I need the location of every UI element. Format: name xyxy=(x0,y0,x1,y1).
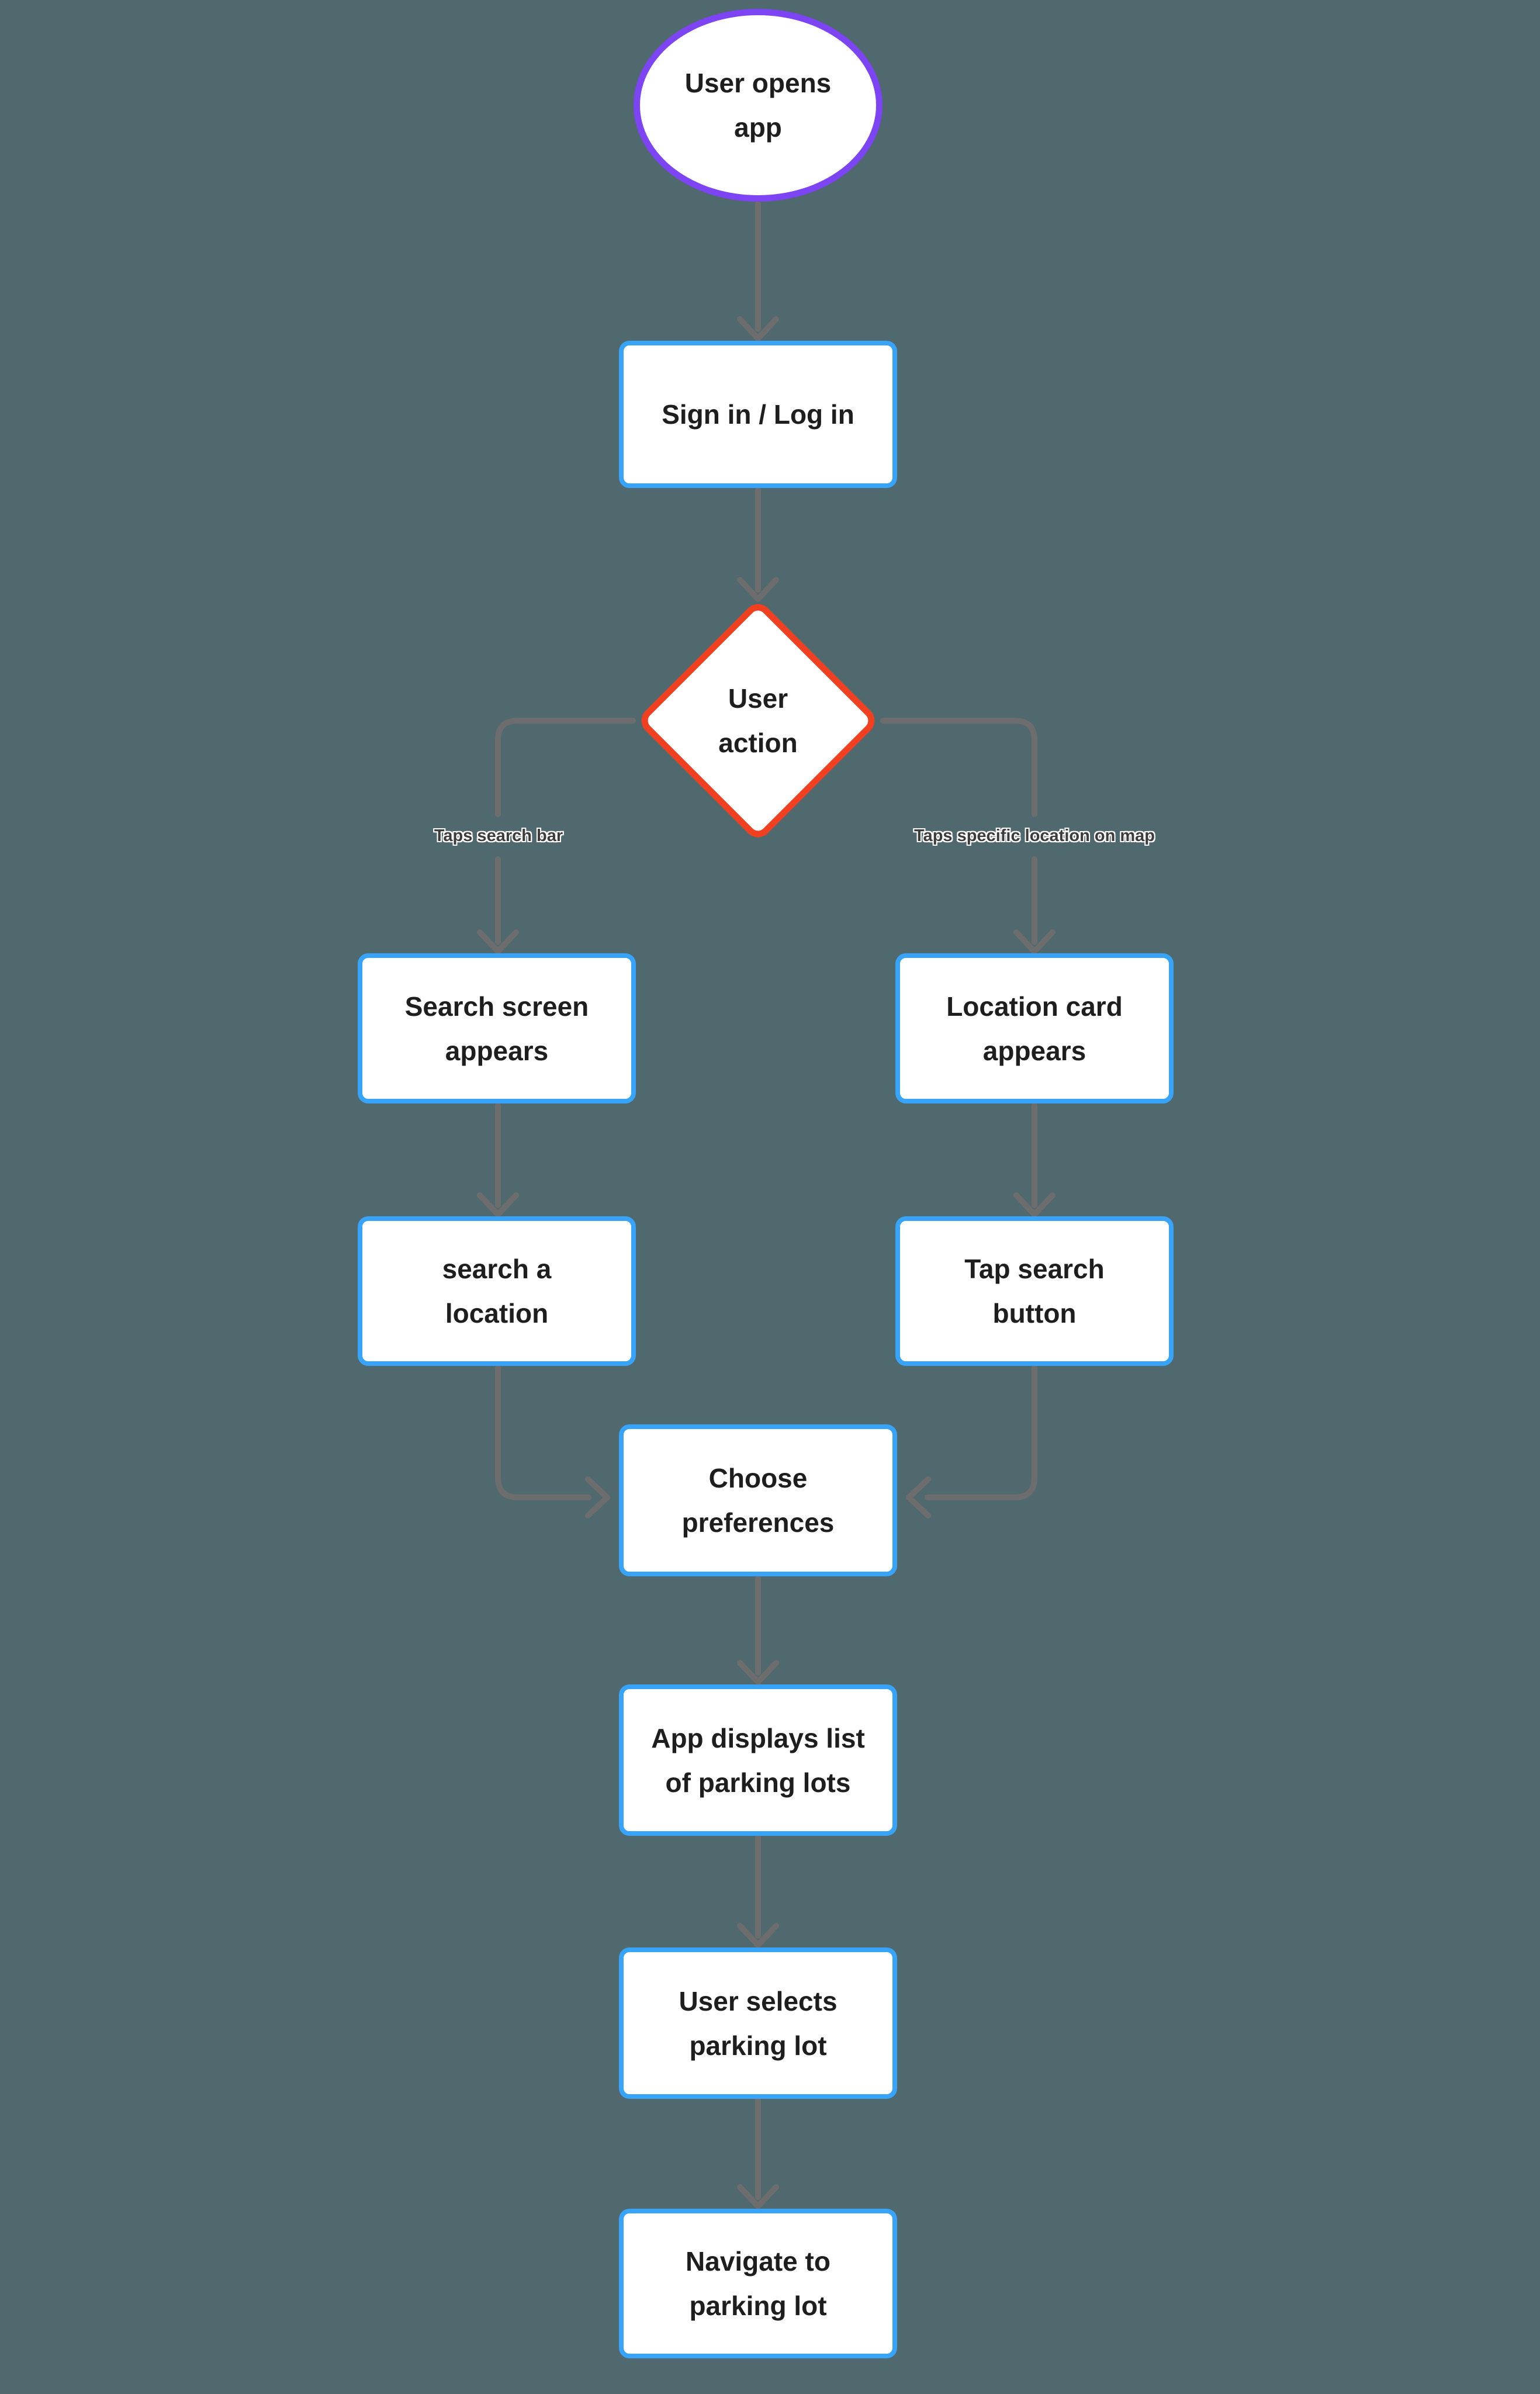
arrowhead-left-branch xyxy=(477,929,519,954)
node-label-line: appears xyxy=(982,1035,1086,1066)
connector-searchlocation-chooseprefs xyxy=(495,1365,591,1500)
node-tap-search-button: Tap search button xyxy=(895,1216,1174,1366)
node-label-line: Location card xyxy=(946,991,1123,1022)
node-label-line: User xyxy=(728,683,788,714)
arrowhead-searchscreen-searchlocation xyxy=(477,1192,519,1217)
node-label-line: Sign in / Log in xyxy=(662,399,854,430)
edge-label-taps-specific-location: Taps specific location on map xyxy=(914,826,1155,845)
node-label-line: parking lot xyxy=(689,2030,827,2061)
node-search-a-location: search a location xyxy=(358,1216,636,1366)
node-label-line: of parking lots xyxy=(665,1767,851,1798)
connector-decision-right-top xyxy=(880,718,1037,817)
node-app-displays-parking-lots: App displays list of parking lots xyxy=(619,1684,897,1836)
node-label-line: parking lot xyxy=(689,2291,827,2321)
arrowhead-locationcard-tapsearch xyxy=(1013,1192,1055,1217)
node-label-line: Tap search xyxy=(964,1254,1105,1284)
arrowhead-applist-selectlot xyxy=(737,1923,779,1948)
node-label-line: location xyxy=(445,1298,549,1329)
node-label-line: search a xyxy=(442,1254,552,1284)
connector-decision-left-top xyxy=(495,718,636,817)
node-label-line: Navigate to xyxy=(686,2246,830,2277)
arrowhead-right-branch xyxy=(1013,929,1055,954)
node-label-line: App displays list xyxy=(651,1722,865,1753)
node-label-line: Search screen xyxy=(404,991,589,1022)
node-search-screen-appears: Search screen appears xyxy=(358,953,636,1103)
edge-label-taps-search-bar: Taps search bar xyxy=(434,826,563,845)
arrowhead-chooseprefs-applist xyxy=(737,1660,779,1685)
node-navigate-to-parking-lot: Navigate to parking lot xyxy=(619,2209,897,2358)
node-sign-in-log-in: Sign in / Log in xyxy=(619,341,897,488)
connector-tapsearch-chooseprefs xyxy=(925,1365,1037,1500)
arrowhead-start-signin xyxy=(737,316,779,341)
decision-label: User action xyxy=(678,641,838,801)
node-choose-preferences: Choose preferences xyxy=(619,1424,897,1576)
node-label-line: preferences xyxy=(681,1507,835,1538)
node-location-card-appears: Location card appears xyxy=(895,953,1174,1103)
node-label-line: button xyxy=(992,1298,1077,1329)
arrowhead-signin-decision xyxy=(737,577,779,602)
arrowhead-searchlocation-chooseprefs xyxy=(585,1476,610,1518)
node-label-line: action xyxy=(718,728,798,758)
node-label-line: User selects xyxy=(679,1985,838,2016)
node-label-line: appears xyxy=(445,1035,549,1066)
node-user-selects-parking-lot: User selects parking lot xyxy=(619,1947,897,2099)
node-user-opens-app: User opens app xyxy=(634,9,883,202)
arrowhead-tapsearch-chooseprefs xyxy=(906,1476,931,1518)
node-label-line: Choose xyxy=(708,1463,808,1493)
arrowhead-selectlot-navigate xyxy=(737,2184,779,2209)
node-label-line: app xyxy=(734,112,782,143)
node-label-line: User opens xyxy=(684,68,832,98)
